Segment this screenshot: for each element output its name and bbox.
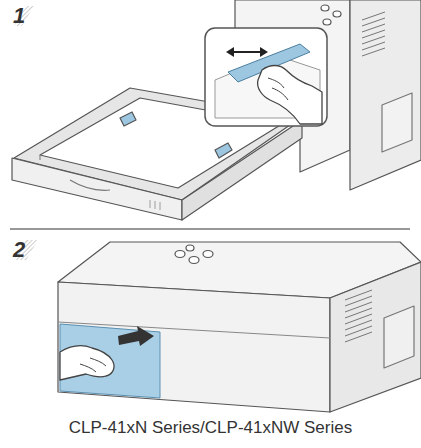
hand xyxy=(90,358,106,366)
printer-body xyxy=(323,19,331,25)
printer-body xyxy=(189,257,199,264)
tray-front xyxy=(60,324,160,398)
push-arrow xyxy=(118,326,154,346)
paper-tray xyxy=(155,201,156,209)
printer-body xyxy=(203,251,213,258)
printer-body xyxy=(345,290,372,342)
tray-front xyxy=(60,324,160,398)
detail-inset xyxy=(232,51,262,53)
step-badge-shadow xyxy=(14,6,34,26)
printer-body xyxy=(333,11,341,17)
printer-body xyxy=(345,332,372,342)
printer-body xyxy=(362,48,385,56)
printer-body xyxy=(58,242,421,412)
printer-body xyxy=(350,0,421,190)
caption: CLP-41xN Series/CLP-41xNW Series xyxy=(69,419,352,438)
printer-body xyxy=(345,326,372,336)
step-number: 1 xyxy=(13,5,25,27)
printer-body xyxy=(362,12,385,56)
paper-tray xyxy=(150,200,151,208)
printer-body xyxy=(345,314,372,324)
step-badge-shadow xyxy=(14,240,38,260)
step-number: 2 xyxy=(13,239,25,261)
detail-inset xyxy=(205,28,327,126)
hand xyxy=(80,364,96,372)
detail-inset xyxy=(226,47,268,57)
printer-body xyxy=(321,5,329,11)
printer-body xyxy=(384,306,414,368)
printer-body xyxy=(175,251,185,258)
divider-line xyxy=(10,228,410,229)
hand xyxy=(60,346,114,380)
paper-tray xyxy=(160,202,161,210)
detail-inset xyxy=(258,66,322,125)
detail-inset xyxy=(272,88,288,100)
paper-tray xyxy=(12,158,182,220)
hand xyxy=(60,346,114,380)
printer-body xyxy=(186,245,194,251)
paper-tray xyxy=(150,200,160,210)
detail-inset xyxy=(226,47,234,57)
printer-body xyxy=(330,262,421,412)
printer-body xyxy=(345,302,372,312)
printer-body xyxy=(345,290,372,300)
paper-tray xyxy=(120,112,136,126)
printer-body xyxy=(345,308,372,318)
detail-inset xyxy=(205,28,327,126)
printer-body xyxy=(382,93,412,152)
paper-tray xyxy=(182,120,302,220)
paper-tray xyxy=(70,180,110,190)
paper-tray xyxy=(39,155,40,160)
step-badge-shadow xyxy=(14,6,38,260)
printer-body xyxy=(345,320,372,330)
detail-inset xyxy=(268,78,284,88)
printer-body xyxy=(345,296,372,306)
paper-tray xyxy=(215,143,232,158)
detail-inset xyxy=(260,47,268,57)
printer-body xyxy=(58,282,330,412)
push-arrow xyxy=(118,326,154,346)
